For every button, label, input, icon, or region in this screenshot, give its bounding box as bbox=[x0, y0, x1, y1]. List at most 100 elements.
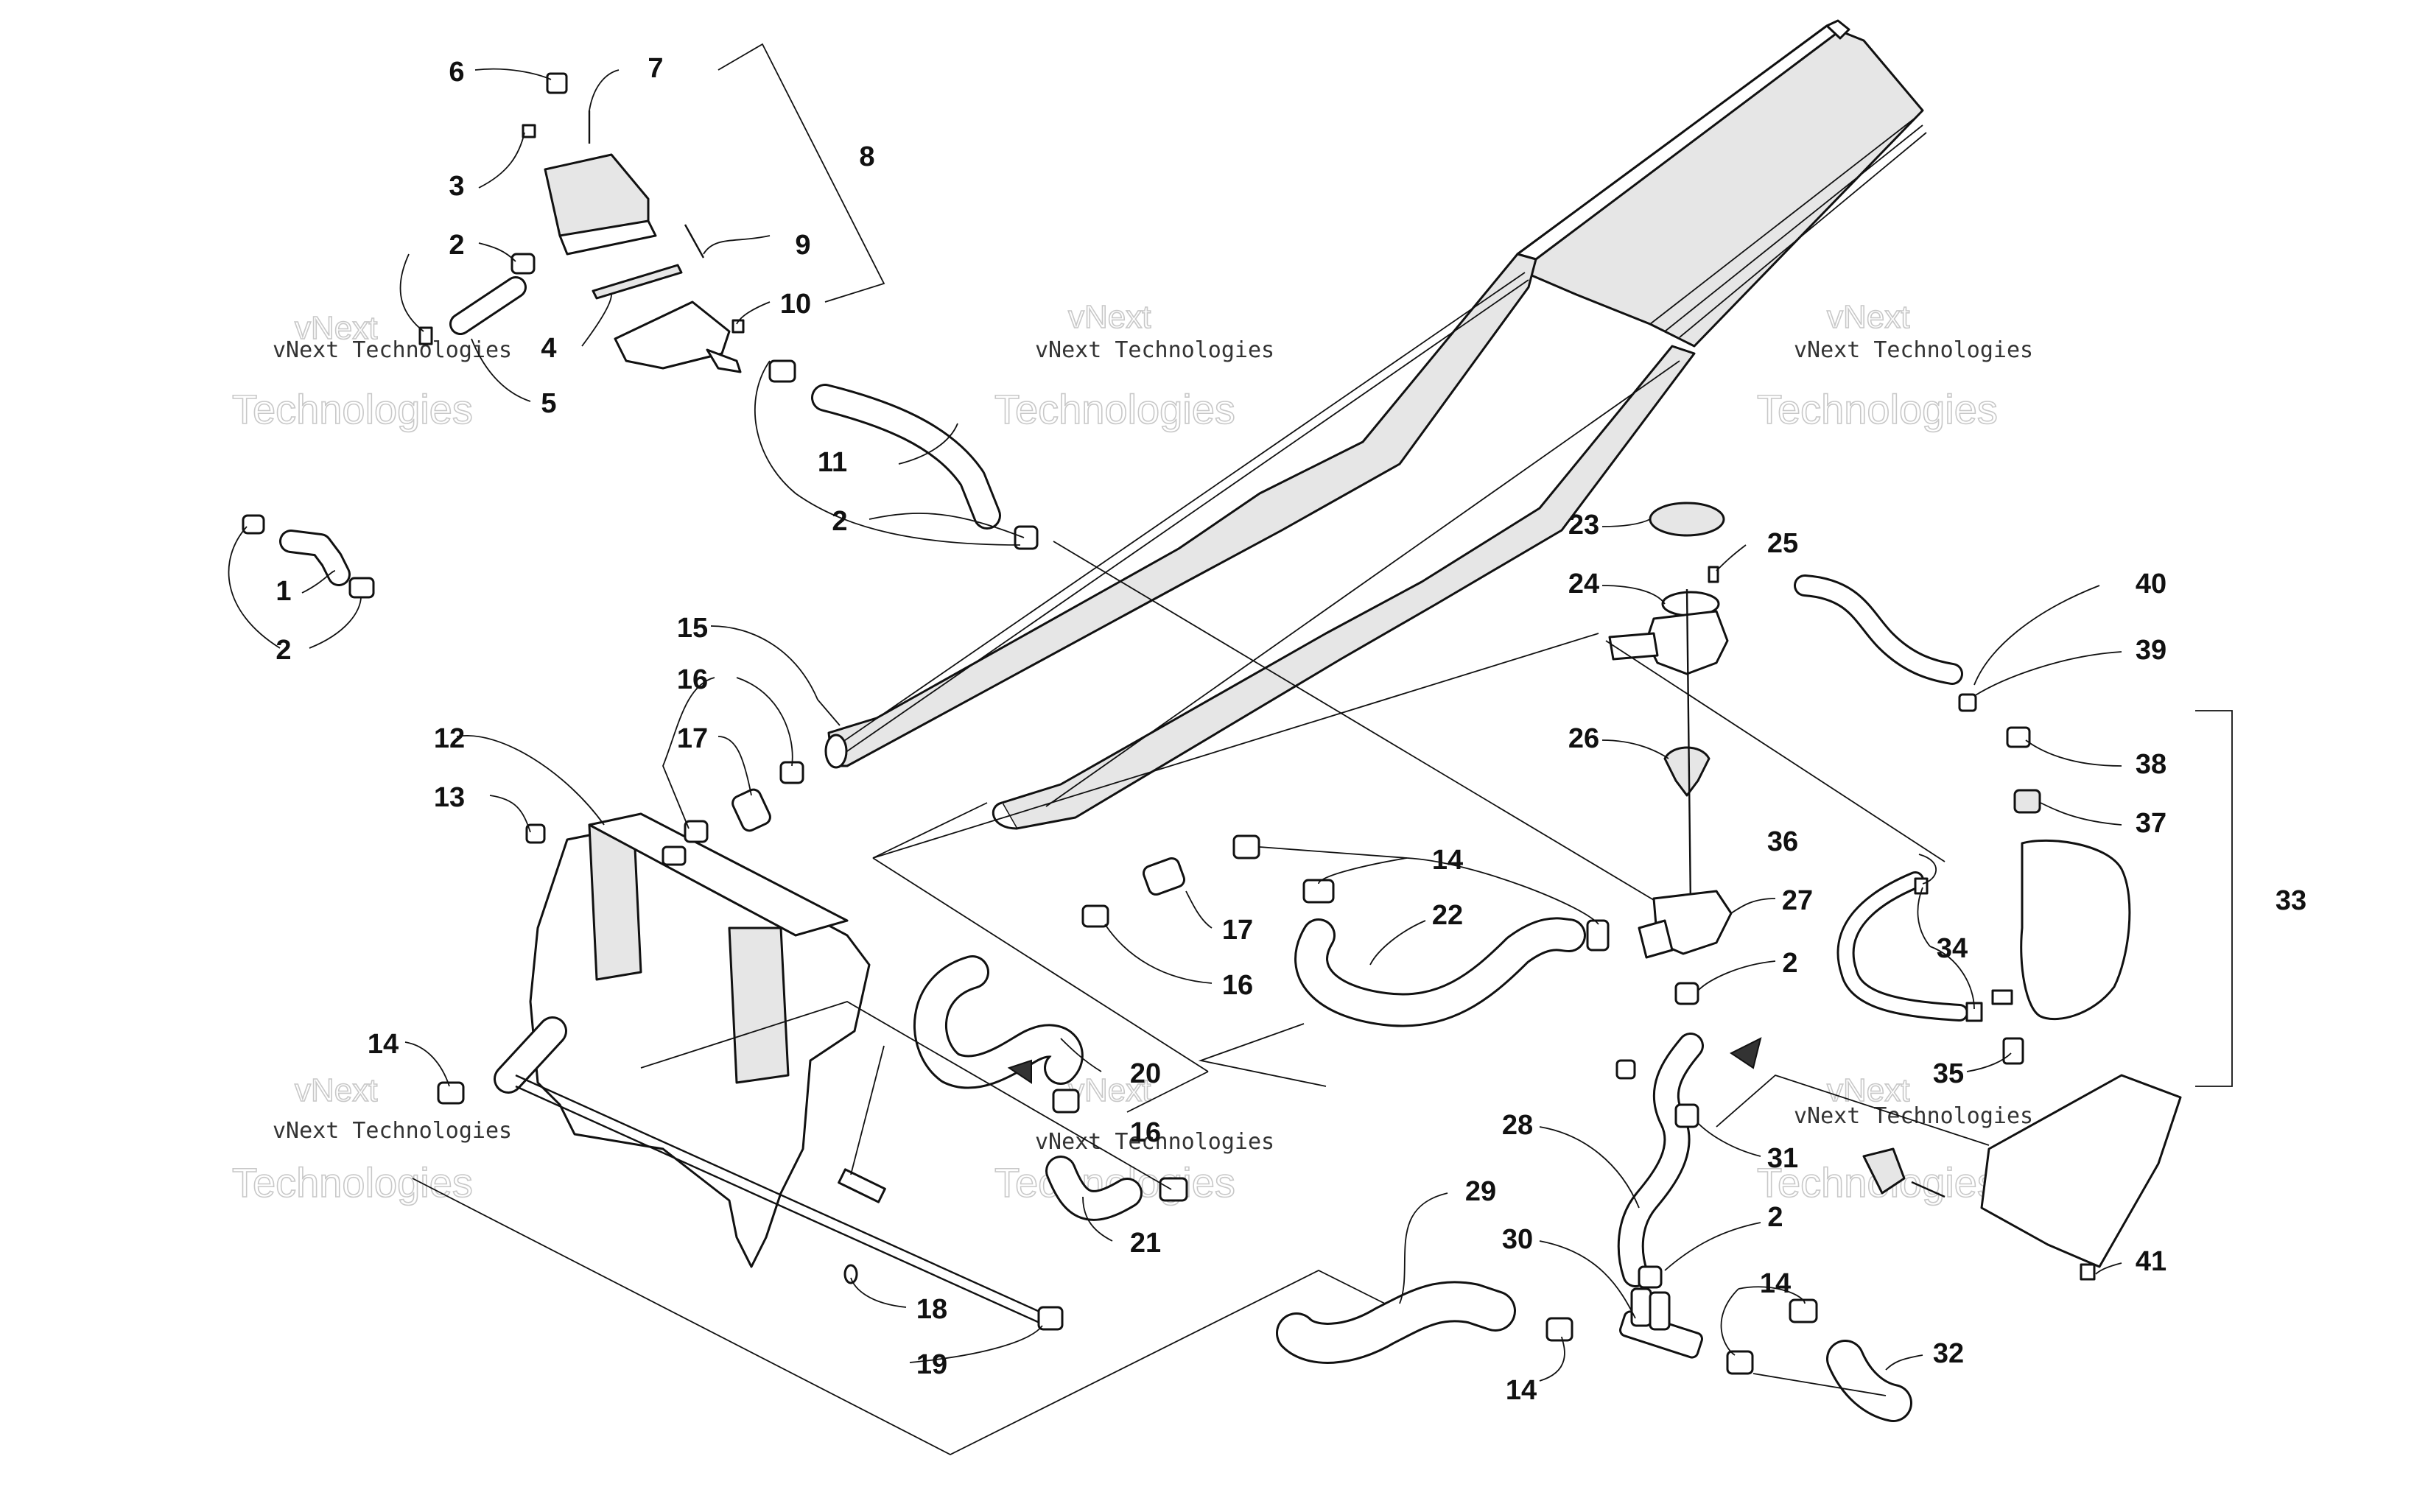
air-bleed-assembly bbox=[242, 72, 1039, 599]
callout-10: 10 bbox=[780, 289, 811, 320]
clamp-2 bbox=[510, 253, 536, 275]
callout-labels: 1 2 2 2 2 2 2 3 4 5 6 7 8 9 10 11 12 13 … bbox=[276, 53, 2306, 1406]
screw-3 bbox=[522, 124, 536, 138]
cap-23 bbox=[1649, 502, 1725, 537]
callout-2: 2 bbox=[449, 230, 464, 261]
callout-14: 14 bbox=[1506, 1375, 1537, 1406]
front-frame bbox=[437, 812, 1064, 1331]
callout-37: 37 bbox=[2136, 808, 2166, 839]
screw-41 bbox=[2080, 1263, 2096, 1281]
cap-37 bbox=[2013, 789, 2041, 814]
watermark-text: vNext Technologies bbox=[1794, 337, 2033, 363]
callout-30: 30 bbox=[1502, 1224, 1533, 1255]
callout-14: 14 bbox=[1760, 1268, 1791, 1299]
callout-16: 16 bbox=[1130, 1117, 1161, 1148]
watermark-outline: Technologies bbox=[232, 386, 473, 432]
callout-16: 16 bbox=[677, 664, 708, 695]
watermark-vnext: vNext bbox=[1827, 1072, 1909, 1108]
washer-18 bbox=[843, 1264, 858, 1284]
tank-33 bbox=[2020, 839, 2131, 1021]
callout-22: 22 bbox=[1432, 900, 1463, 931]
clamp-16b bbox=[684, 820, 709, 843]
callout-21: 21 bbox=[1130, 1228, 1161, 1259]
shaft-19 bbox=[515, 1074, 1047, 1316]
callout-36: 36 bbox=[1767, 826, 1798, 857]
callout-17: 17 bbox=[677, 723, 708, 754]
watermark-outline: Technologies bbox=[1757, 386, 1998, 432]
callout-34: 34 bbox=[1937, 933, 1968, 964]
callout-2: 2 bbox=[1767, 1202, 1783, 1233]
watermark-text: vNext Technologies bbox=[1794, 1103, 2033, 1129]
callout-2: 2 bbox=[832, 506, 847, 537]
callout-20: 20 bbox=[1130, 1058, 1161, 1089]
group-lines bbox=[412, 43, 2233, 1456]
callout-2: 2 bbox=[276, 635, 291, 666]
middle-hoses bbox=[913, 834, 1610, 1221]
callout-17: 17 bbox=[1222, 915, 1253, 946]
watermark-text: vNext Technologies bbox=[1035, 337, 1274, 363]
watermark-vnext: vNext bbox=[1068, 1072, 1151, 1108]
callout-5: 5 bbox=[541, 388, 556, 419]
callout-2: 2 bbox=[1782, 948, 1797, 979]
base-10 bbox=[614, 300, 731, 370]
lower-hoses bbox=[1276, 982, 1912, 1422]
callout-28: 28 bbox=[1502, 1110, 1533, 1141]
upper-coupler bbox=[684, 761, 804, 843]
callout-39: 39 bbox=[2136, 635, 2166, 666]
bracket-plate bbox=[1980, 1074, 2182, 1268]
callout-24: 24 bbox=[1568, 569, 1599, 599]
clamp-2b bbox=[768, 359, 796, 383]
screw-25 bbox=[1708, 566, 1719, 583]
watermark-vnext: vNext bbox=[295, 310, 377, 346]
callout-31: 31 bbox=[1767, 1143, 1798, 1174]
watermark-outline: Technologies bbox=[232, 1159, 473, 1206]
callout-3: 3 bbox=[449, 171, 464, 202]
callout-41: 41 bbox=[2136, 1246, 2166, 1277]
callout-14: 14 bbox=[368, 1029, 399, 1060]
callout-33: 33 bbox=[2276, 885, 2306, 916]
bracket-33 bbox=[2195, 710, 2233, 1087]
heat-exchanger-right-arm bbox=[1000, 345, 1696, 830]
callout-6: 6 bbox=[449, 57, 464, 88]
callout-29: 29 bbox=[1465, 1176, 1496, 1207]
callout-9: 9 bbox=[795, 230, 810, 261]
coolant-reservoir bbox=[1794, 574, 2182, 1281]
callout-13: 13 bbox=[434, 782, 465, 813]
callout-14: 14 bbox=[1432, 845, 1463, 876]
thermostat-26 bbox=[1663, 746, 1710, 797]
nut-13 bbox=[525, 823, 546, 844]
callout-16: 16 bbox=[1222, 970, 1253, 1001]
callout-35: 35 bbox=[1933, 1058, 1964, 1089]
gasket-4 bbox=[592, 264, 683, 300]
callout-38: 38 bbox=[2136, 749, 2166, 780]
callout-18: 18 bbox=[916, 1294, 947, 1325]
clamp-14a bbox=[437, 1081, 465, 1105]
callout-19: 19 bbox=[916, 1349, 947, 1380]
callout-1: 1 bbox=[276, 576, 291, 607]
bracket-8 bbox=[717, 43, 885, 303]
watermark-text: vNext Technologies bbox=[273, 1118, 512, 1144]
nut-6 bbox=[546, 72, 568, 94]
thermostat-assembly bbox=[1608, 502, 1733, 959]
coupler-17 bbox=[731, 788, 771, 832]
callout-23: 23 bbox=[1568, 510, 1599, 541]
watermark-vnext: vNext bbox=[1068, 299, 1151, 335]
callout-15: 15 bbox=[677, 613, 708, 644]
watermark-vnext: vNext bbox=[295, 1072, 377, 1108]
frame-12 bbox=[529, 823, 871, 1268]
fastener-35 bbox=[2002, 1037, 2024, 1065]
callout-8: 8 bbox=[859, 141, 874, 172]
fitting-38 bbox=[2006, 726, 2031, 748]
heat-exchanger-left-arm bbox=[827, 253, 1537, 767]
callout-27: 27 bbox=[1782, 885, 1813, 916]
heat-exchanger bbox=[824, 19, 1927, 914]
coupler-17b bbox=[1142, 857, 1186, 896]
callout-11: 11 bbox=[818, 447, 847, 478]
callout-12: 12 bbox=[434, 723, 465, 754]
watermark-outline: Technologies bbox=[994, 386, 1235, 432]
callout-25: 25 bbox=[1767, 528, 1798, 559]
clamp-39 bbox=[1958, 693, 1977, 712]
callout-40: 40 bbox=[2136, 569, 2166, 599]
